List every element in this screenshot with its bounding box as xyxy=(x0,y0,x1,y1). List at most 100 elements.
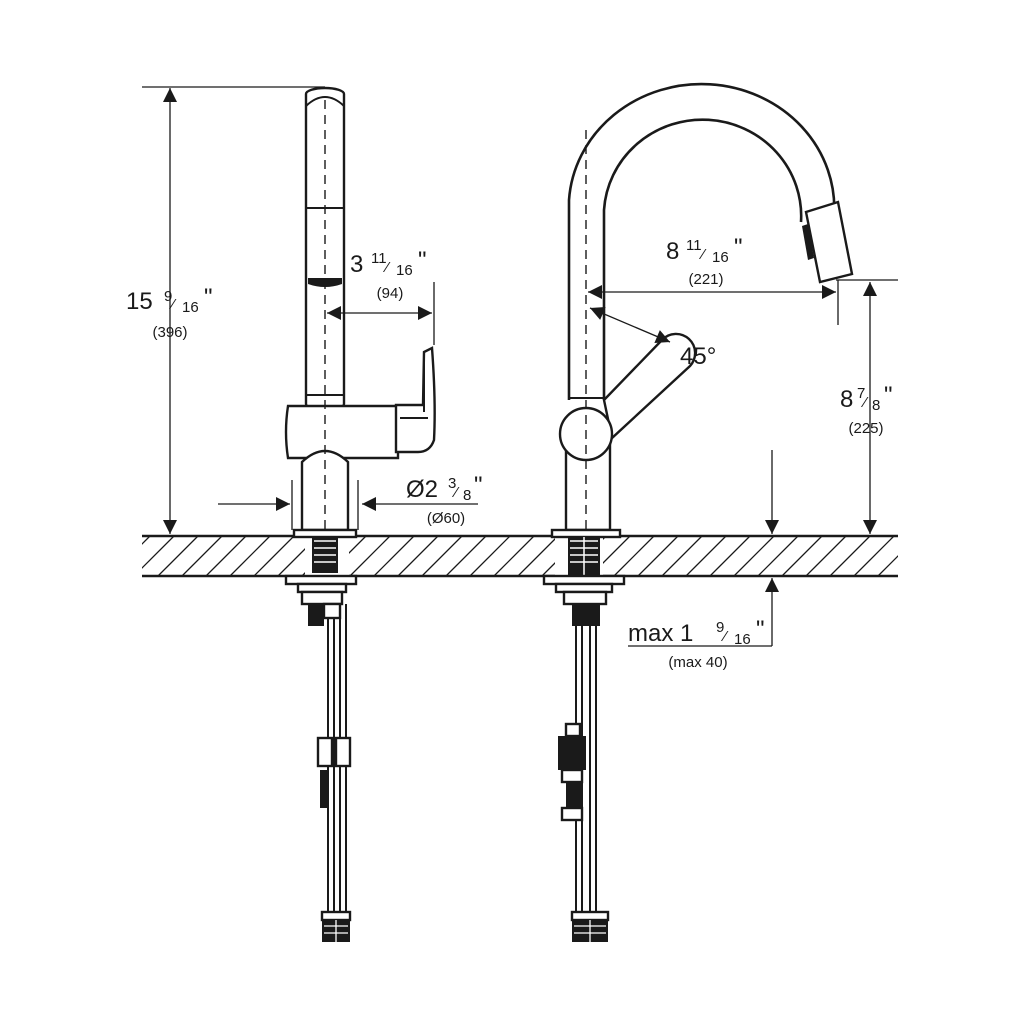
hatch-line xyxy=(517,536,559,576)
max-thickness-metric: (max 40) xyxy=(668,654,727,671)
dimension-lines xyxy=(142,86,898,647)
svg-text:16: 16 xyxy=(396,262,413,279)
label-side-offset: 3 11 ⁄ 16 " (94) xyxy=(350,247,427,302)
svg-text:(max 40): (max 40) xyxy=(668,654,727,671)
spout-height-num: 7 xyxy=(857,385,865,402)
label-swivel-angle: 45° xyxy=(680,343,716,370)
gooseneck-inner xyxy=(602,118,803,400)
total-height-unit: " xyxy=(204,284,213,311)
spray-button xyxy=(802,224,814,260)
svg-text:16: 16 xyxy=(712,249,729,266)
hatch-line xyxy=(373,536,415,576)
mounting-hardware-front xyxy=(542,537,626,942)
hatch-line xyxy=(157,536,199,576)
mounting-hardware-side xyxy=(284,537,358,942)
hatch-line xyxy=(805,536,847,576)
hatch-line xyxy=(349,536,391,576)
hatch-line xyxy=(902,536,942,576)
side-offset-whole: 3 xyxy=(350,251,363,278)
label-total-height: 15 9 ⁄ 16 " (396) xyxy=(126,284,213,341)
svg-text:9: 9 xyxy=(164,288,172,305)
hatch-line xyxy=(397,536,439,576)
hatch-line xyxy=(229,536,271,576)
hatch-line xyxy=(253,536,295,576)
hatch-line xyxy=(493,536,535,576)
svg-text:3: 3 xyxy=(350,251,363,278)
svg-text:": " xyxy=(884,382,893,409)
countertop-hatching xyxy=(142,536,966,576)
svg-text:Ø2: Ø2 xyxy=(406,476,438,503)
svg-text:16: 16 xyxy=(734,631,751,648)
total-height-whole: 15 xyxy=(126,288,153,315)
hatch-line xyxy=(445,536,487,576)
max-thickness-unit: " xyxy=(756,616,765,643)
spout-reach-unit: " xyxy=(734,234,743,261)
spout-reach-num: 11 xyxy=(686,237,702,254)
side-offset-den: 16 xyxy=(396,262,413,279)
hatch-line xyxy=(181,536,223,576)
hatch-line xyxy=(853,536,895,576)
hatch-line xyxy=(421,536,463,576)
svg-text:7: 7 xyxy=(857,385,865,402)
svg-text:⁄: ⁄ xyxy=(168,296,177,313)
side-offset-num: 11 xyxy=(371,250,387,267)
base-diameter-metric: (Ø60) xyxy=(427,510,465,527)
svg-text:(Ø60): (Ø60) xyxy=(427,510,465,527)
faucet-body xyxy=(284,404,400,460)
svg-text:8: 8 xyxy=(872,397,880,414)
swivel-angle-text: 45° xyxy=(680,343,716,370)
svg-text:11: 11 xyxy=(686,237,702,254)
svg-text:3: 3 xyxy=(448,475,456,492)
svg-text:⁄: ⁄ xyxy=(860,394,869,411)
svg-text:": " xyxy=(474,472,483,499)
hatch-line xyxy=(926,536,966,576)
faucet-front-view xyxy=(542,82,854,942)
side-offset-unit: " xyxy=(418,247,427,274)
spout-reach-den: 16 xyxy=(712,249,729,266)
base-escutcheon-front xyxy=(550,528,622,539)
hatch-line xyxy=(637,536,679,576)
total-height-den: 16 xyxy=(182,299,199,316)
svg-text:⁄: ⁄ xyxy=(720,628,729,645)
svg-text:": " xyxy=(204,284,213,311)
gooseneck-outer xyxy=(567,82,836,400)
svg-text:(94): (94) xyxy=(377,285,404,302)
base-diameter-num: 3 xyxy=(448,475,456,492)
hatch-line xyxy=(685,536,727,576)
svg-text:9: 9 xyxy=(716,619,724,636)
svg-text:16: 16 xyxy=(182,299,199,316)
svg-text:8: 8 xyxy=(666,238,679,265)
hatch-line xyxy=(205,536,247,576)
svg-text:(221): (221) xyxy=(688,271,723,288)
svg-text:45°: 45° xyxy=(680,343,716,370)
total-height-num: 9 xyxy=(164,288,172,305)
spout-height-unit: " xyxy=(884,382,893,409)
hatch-line xyxy=(709,536,751,576)
hatch-line xyxy=(733,536,775,576)
svg-text:max 1: max 1 xyxy=(628,620,693,647)
svg-text:(225): (225) xyxy=(848,420,883,437)
hatch-line xyxy=(469,536,511,576)
label-base-diameter: Ø2 3 ⁄ 8 " (Ø60) xyxy=(406,472,483,527)
base-diameter-unit: " xyxy=(474,472,483,499)
hatch-line xyxy=(613,536,655,576)
spout-height-metric: (225) xyxy=(848,420,883,437)
max-thickness-num: 9 xyxy=(716,619,724,636)
label-max-counter-thickness: max 1 9 ⁄ 16 " (max 40) xyxy=(628,616,765,671)
svg-text:(396): (396) xyxy=(152,324,187,341)
lever-handle xyxy=(394,346,436,454)
spout-height-den: 8 xyxy=(872,397,880,414)
hatch-line xyxy=(829,536,871,576)
max-thickness-den: 16 xyxy=(734,631,751,648)
side-offset-metric: (94) xyxy=(377,285,404,302)
spray-head xyxy=(804,200,854,284)
hatch-line xyxy=(142,536,151,545)
hatch-line xyxy=(142,536,175,569)
hatch-line xyxy=(877,555,898,576)
svg-text:⁄: ⁄ xyxy=(451,484,460,501)
svg-text:11: 11 xyxy=(371,250,387,267)
spout-reach-metric: (221) xyxy=(688,271,723,288)
base-diameter-whole: Ø2 xyxy=(406,476,438,503)
svg-text:": " xyxy=(756,616,765,643)
